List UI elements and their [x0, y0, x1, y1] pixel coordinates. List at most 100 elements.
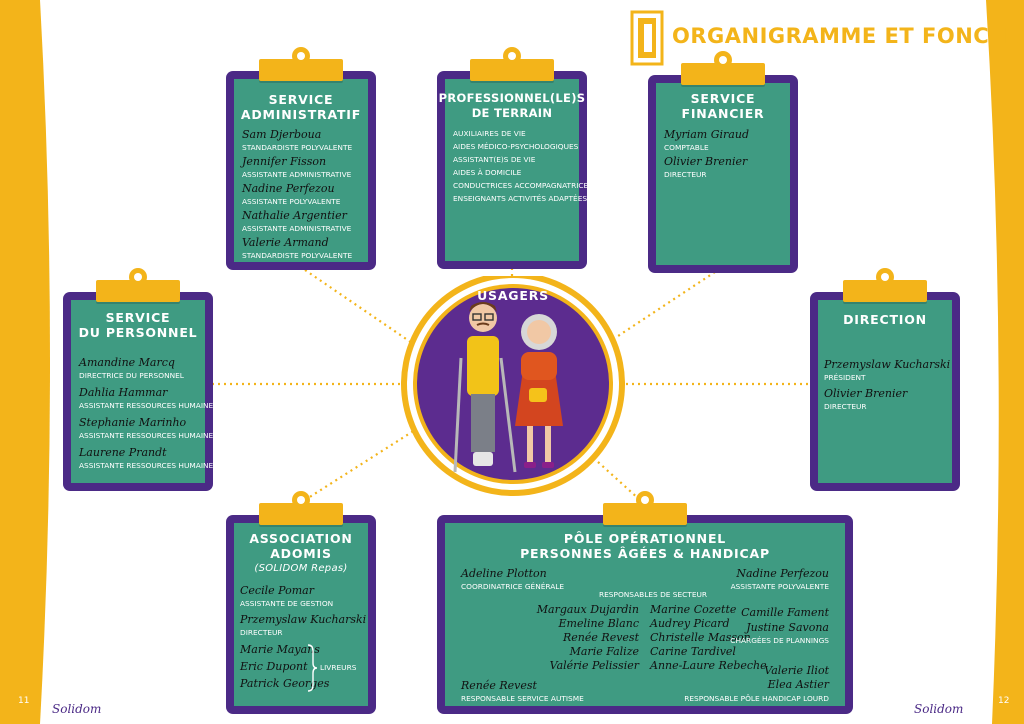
person-name: Przemyslaw Kucharski: [240, 613, 367, 626]
person-role: DIRECTEUR: [240, 628, 283, 637]
board-direction: DIRECTION Przemyslaw Kucharski PRÉSIDENT…: [810, 268, 960, 491]
usagers-circle: [401, 276, 625, 496]
person-role: STANDARDISTE POLYVALENTE: [242, 143, 353, 152]
person-role: STANDARDISTE POLYVALENTE: [242, 251, 353, 260]
sector-manager: Margaux Dujardin: [536, 603, 639, 616]
sector-manager: Marie Falize: [569, 645, 639, 658]
person-role: DIRECTRICE DU PERSONNEL: [79, 371, 184, 380]
sector-manager: Emeline Blanc: [558, 617, 639, 630]
function-list: AUXILIAIRES DE VIE AIDES MÉDICO-PSYCHOLO…: [453, 127, 593, 205]
handicap-manager-name: Elea Astier: [767, 678, 829, 691]
page-number-right: 12: [998, 696, 1010, 706]
sector-manager: Christelle Masson: [650, 631, 751, 644]
handicap-manager-name: Valerie Iliot: [764, 664, 829, 677]
person-role: ASSISTANTE ADMINISTRATIVE: [242, 170, 352, 179]
person-name: Myriam Giraud: [664, 128, 749, 141]
person-role: DIRECTEUR: [824, 402, 867, 411]
autism-manager-role: RESPONSABLE SERVICE AUTISME: [461, 694, 584, 703]
person-role: PRÉSIDENT: [824, 373, 866, 382]
person-name: Przemyslaw Kucharski: [824, 358, 951, 371]
right-yellow-band: [986, 0, 1024, 724]
drivers-label: LIVREURS: [320, 663, 357, 672]
autism-manager-name: Renée Revest: [461, 679, 537, 692]
sector-manager: Audrey Picard: [650, 617, 730, 630]
person-name: Amandine Marcq: [79, 356, 175, 369]
coordinator-name: Adeline Plotton: [461, 567, 547, 580]
page-title: ORGANIGRAMME ET FONCTIONS: [630, 10, 1024, 66]
board-subtitle: (SOLIDOM Repas): [254, 563, 348, 574]
sector-label: RESPONSABLES DE SECTEUR: [599, 590, 708, 599]
function-item: ASSISTANT(E)S DE VIE: [453, 155, 536, 164]
person-role: ASSISTANTE RESSOURCES HUMAINES: [79, 461, 218, 470]
person-role: ASSISTANTE DE GESTION: [240, 599, 334, 608]
person-name: Olivier Brenier: [664, 155, 748, 168]
planning-name: Camille Fament: [741, 606, 829, 619]
assistant-role: ASSISTANTE POLYVALENTE: [730, 582, 829, 591]
person-role: ASSISTANTE RESSOURCES HUMAINES: [79, 431, 218, 440]
clipboard-clip: [843, 268, 927, 302]
sector-manager: Anne-Laure Rebeche: [650, 659, 767, 672]
clipboard-clip: [603, 491, 687, 525]
function-item: AIDES MÉDICO-PSYCHOLOGIQUES: [453, 142, 579, 151]
board-title: DIRECTION: [843, 312, 927, 327]
person-name: Nathalie Argentier: [242, 209, 347, 222]
person-role: DIRECTEUR: [664, 170, 707, 179]
left-yellow-band: [0, 0, 50, 724]
person-role: ASSISTANTE ADMINISTRATIVE: [242, 224, 352, 233]
person-name: Stephanie Marinho: [79, 416, 187, 429]
solidom-logo-right: Solidom: [914, 702, 964, 716]
sector-manager: Valérie Pelissier: [549, 659, 639, 672]
person-name: Nadine Perfezou: [242, 182, 335, 195]
assistant-name: Nadine Perfezou: [736, 567, 829, 580]
person-name: Laurene Prandt: [79, 446, 167, 459]
person-name: Jennifer Fisson: [242, 155, 327, 168]
function-item: AUXILIAIRES DE VIE: [453, 129, 526, 138]
connector-lines: [212, 268, 812, 501]
sector-manager: Renée Revest: [563, 631, 639, 644]
board-surface: [445, 523, 845, 706]
page-title-text: ORGANIGRAMME ET FONCTIONS: [672, 24, 1024, 48]
usagers-title: USAGERS: [477, 288, 549, 303]
driver-name: Eric Dupont: [240, 660, 308, 673]
coordinator-role: COORDINATRICE GÉNÉRALE: [461, 582, 565, 591]
clipboard-clip: [259, 491, 343, 525]
solidom-logo-left: Solidom: [52, 702, 102, 716]
board-surface: [234, 79, 368, 262]
person-name: Olivier Brenier: [824, 387, 908, 400]
person-role: ASSISTANTE RESSOURCES HUMAINES: [79, 401, 218, 410]
function-item: CONDUCTRICES ACCOMPAGNATRICES: [453, 181, 593, 190]
clipboard-clip: [470, 47, 554, 81]
clipboard-clip: [681, 51, 765, 85]
user-man-icon: [453, 302, 517, 473]
person-role: ASSISTANTE POLYVALENTE: [242, 197, 341, 206]
person-role: COMPTABLE: [664, 143, 709, 152]
planning-name: Justine Savona: [746, 621, 829, 634]
person-name: Dahlia Hammar: [79, 386, 168, 399]
user-woman-icon: [515, 314, 563, 468]
sector-manager: Carine Tardivel: [650, 645, 736, 658]
brace-icon: [307, 644, 318, 692]
clipboard-clip: [96, 268, 180, 302]
function-item: ENSEIGNANTS ACTIVITÉS ADAPTÉES: [453, 194, 588, 203]
board-surface: [445, 79, 579, 261]
clipboard-clip: [259, 47, 343, 81]
sector-manager: Marine Cozette: [650, 603, 737, 616]
person-name: Cecile Pomar: [240, 584, 314, 597]
person-name: Sam Djerboua: [242, 128, 322, 141]
board-surface: [818, 300, 952, 483]
board-surface: [71, 300, 205, 483]
driver-name: Marie Mayans: [240, 643, 320, 656]
board-surface: [656, 83, 790, 265]
